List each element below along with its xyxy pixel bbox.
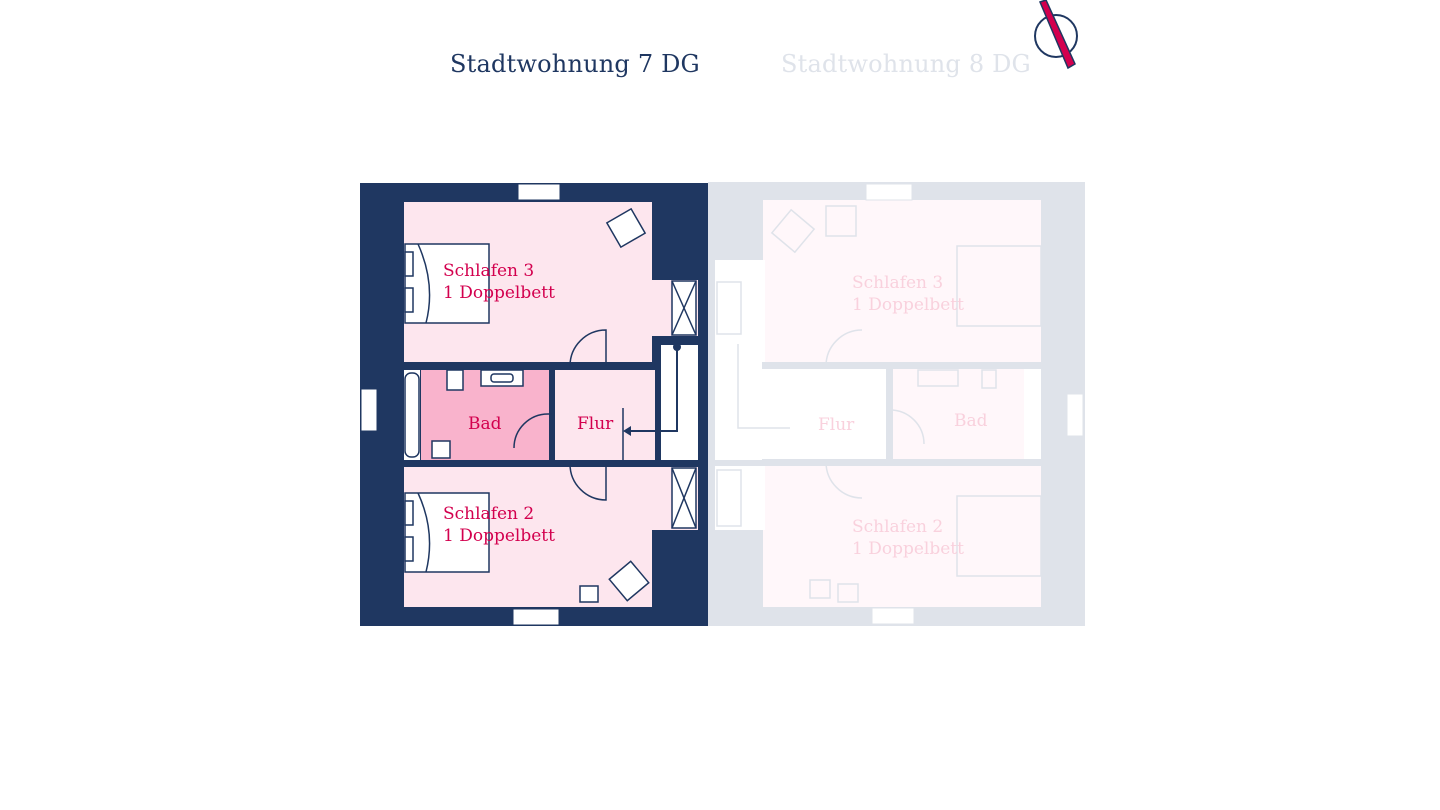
tab-stadtwohnung-8-dg[interactable]: Stadtwohnung 8 DG — [781, 50, 1031, 78]
bed-icon — [404, 492, 490, 573]
unit-8-room-schlafen2-detail: 1 Doppelbett — [852, 539, 964, 559]
unit-7-room-schlafen3-name: Schlafen 3 — [443, 261, 534, 281]
unit-8-room-schlafen3-name: Schlafen 3 — [852, 273, 943, 293]
bed-icon — [404, 243, 490, 324]
unit-8-floorplan[interactable]: Schlafen 3 1 Doppelbett Flur Bad Schlafe… — [708, 182, 1085, 626]
unit-8-room-schlafen3-detail: 1 Doppelbett — [852, 295, 964, 315]
unit-8-room-bad: Bad — [954, 411, 988, 431]
unit-7-room-schlafen2-name: Schlafen 2 — [443, 504, 534, 524]
unit-7-room-bad: Bad — [468, 414, 502, 434]
unit-7-room-schlafen3-detail: 1 Doppelbett — [443, 283, 555, 303]
tab-stadtwohnung-7-dg[interactable]: Stadtwohnung 7 DG — [450, 50, 700, 78]
unit-8-room-schlafen2-name: Schlafen 2 — [852, 517, 943, 537]
north-arrow-icon — [1034, 0, 1078, 70]
unit-7-floorplan[interactable]: Schlafen 3 1 Doppelbett Bad Flur Schlafe… — [360, 183, 708, 626]
armchair-icon — [608, 560, 650, 602]
unit-7-room-flur: Flur — [577, 414, 614, 434]
unit-8-room-flur: Flur — [818, 415, 855, 435]
armchair-icon — [605, 207, 647, 249]
unit-7-room-schlafen2-detail: 1 Doppelbett — [443, 526, 555, 546]
